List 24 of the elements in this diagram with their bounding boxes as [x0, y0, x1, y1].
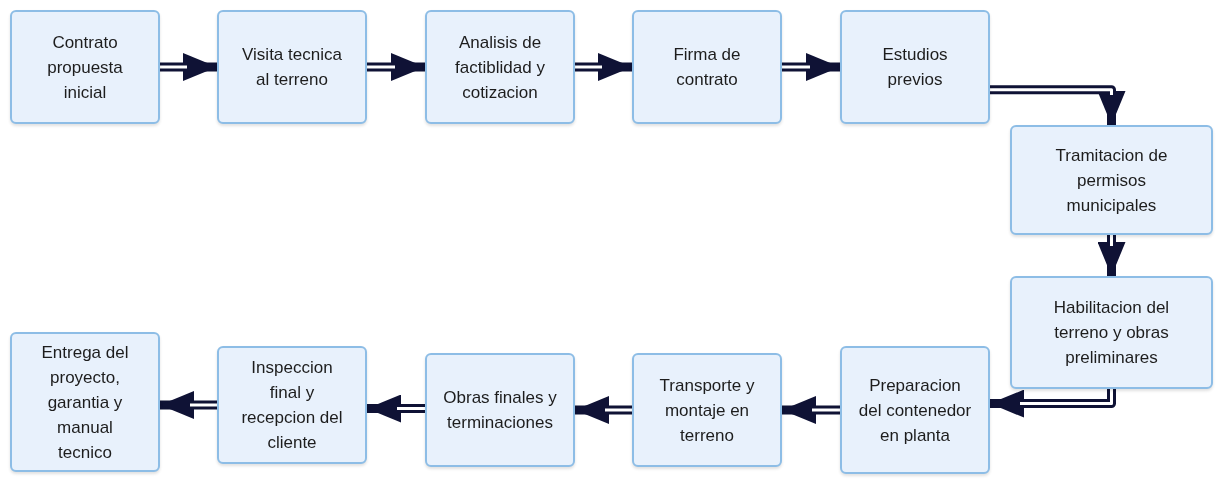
process-box — [840, 346, 990, 474]
process-box — [632, 10, 782, 124]
process-box — [632, 353, 782, 467]
step-label: Inspeccion final y recepcion del cliente — [240, 357, 344, 454]
process-box — [840, 10, 990, 124]
process-box — [1010, 125, 1213, 235]
step-label: Tramitacion de permisos municipales — [1054, 144, 1169, 217]
step-label: Transporte y montaje en terreno — [658, 374, 756, 447]
step-label: Preparacion del contenedor en planta — [858, 374, 972, 447]
step-label: Contrato propuesta inicial — [46, 31, 124, 104]
step-label: Obras finales y terminaciones — [443, 387, 557, 434]
process-box — [425, 10, 575, 124]
step-label: Habilitacion del terreno y obras preliminares — [1052, 297, 1171, 369]
step-label: Visita tecnica al terreno — [241, 44, 343, 91]
step-label: Entrega del proyecto, garantia y manual tecnico — [40, 341, 130, 464]
process-box — [217, 10, 367, 124]
step-label: Analisis de factiblidad y cotizacion — [454, 31, 546, 104]
process-box — [425, 353, 575, 467]
process-box — [217, 346, 367, 464]
process-box — [10, 10, 160, 124]
step-label: Estudios previos — [881, 44, 949, 91]
process-box — [10, 332, 160, 472]
process-box — [1010, 276, 1213, 389]
step-label: Firma de contrato — [672, 44, 742, 91]
